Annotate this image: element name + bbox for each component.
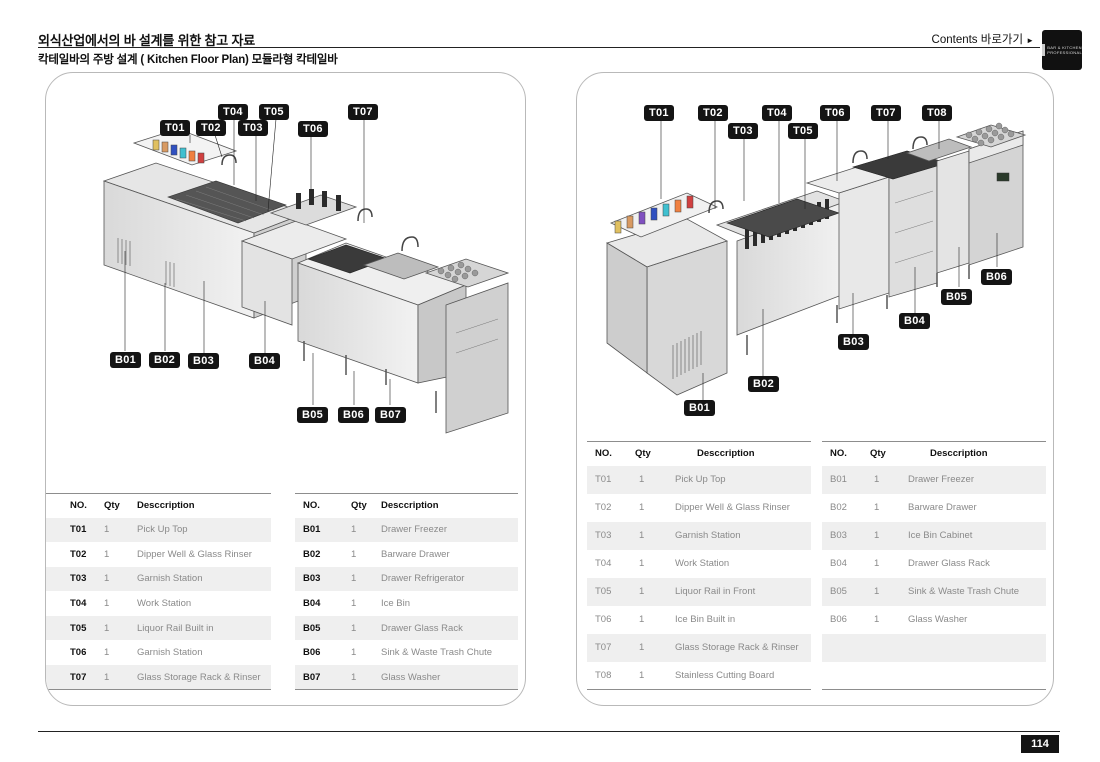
col-no: NO. [46,493,96,518]
tag-b04: B04 [249,353,281,369]
tag-t04: T04 [762,105,792,121]
header-divider [38,47,1040,48]
col-no: NO. [295,493,343,518]
table-row [822,633,1046,662]
tag-t02: T02 [698,105,728,121]
tag-t07: T07 [348,104,378,120]
tag-b06: B06 [338,407,370,423]
tag-b05: B05 [941,289,973,305]
tag-t03: T03 [238,120,268,136]
tag-t06: T06 [298,121,328,137]
page-subtitle: 칵테일바의 주방 설계 ( Kitchen Floor Plan) 모듈라형 칵… [38,54,338,66]
tag-t05: T05 [259,104,289,120]
contents-link-label: Contents 바로가기 [931,34,1024,46]
col-qty: Qty [96,493,129,518]
right-bar-layout-panel: T01 T02 T03 T04 T05 T06 T07 T08 B01 B02 … [576,72,1054,706]
footer-divider [38,731,1060,732]
col-no: NO. [587,441,627,466]
tag-t05: T05 [788,123,818,139]
tag-t04: T04 [218,104,248,120]
tag-t06: T06 [820,105,850,121]
tag-b02: B02 [748,376,780,392]
tag-t08: T08 [922,105,952,121]
tag-t03: T03 [728,123,758,139]
right-bar-illustration [606,119,1027,401]
tag-b01: B01 [110,352,142,368]
table-row [822,661,1046,690]
col-description: Desccription [900,441,1046,466]
tag-t07: T07 [871,105,901,121]
col-qty: Qty [627,441,667,466]
tag-t02: T02 [196,120,226,136]
col-qty: Qty [343,493,373,518]
tag-b01: B01 [684,400,716,416]
page-title: 외식산업에서의 바 설계를 위한 참고 자료 [38,33,255,48]
col-description: Desccription [667,441,811,466]
logo-mark [1042,44,1046,56]
tag-b05: B05 [297,407,329,423]
col-description: Desccription [129,493,271,518]
tag-b04: B04 [899,313,931,329]
tag-b07: B07 [375,407,407,423]
page-number: 114 [1021,735,1059,753]
tag-b03: B03 [838,334,870,350]
col-qty: Qty [862,441,900,466]
arrow-right-icon: ► [1026,36,1034,45]
tag-t01: T01 [160,120,190,136]
contents-link[interactable]: Contents 바로가기► [932,31,1034,47]
col-description: Desccription [373,493,518,518]
left-bar-illustration [102,118,510,434]
left-bar-layout-panel: T01 T02 T03 T04 T05 T06 T07 B01 B02 B03 … [45,72,526,706]
tag-b03: B03 [188,353,220,369]
tag-t01: T01 [644,105,674,121]
col-no: NO. [822,441,862,466]
tag-b02: B02 [149,352,181,368]
tag-b06: B06 [981,269,1013,285]
